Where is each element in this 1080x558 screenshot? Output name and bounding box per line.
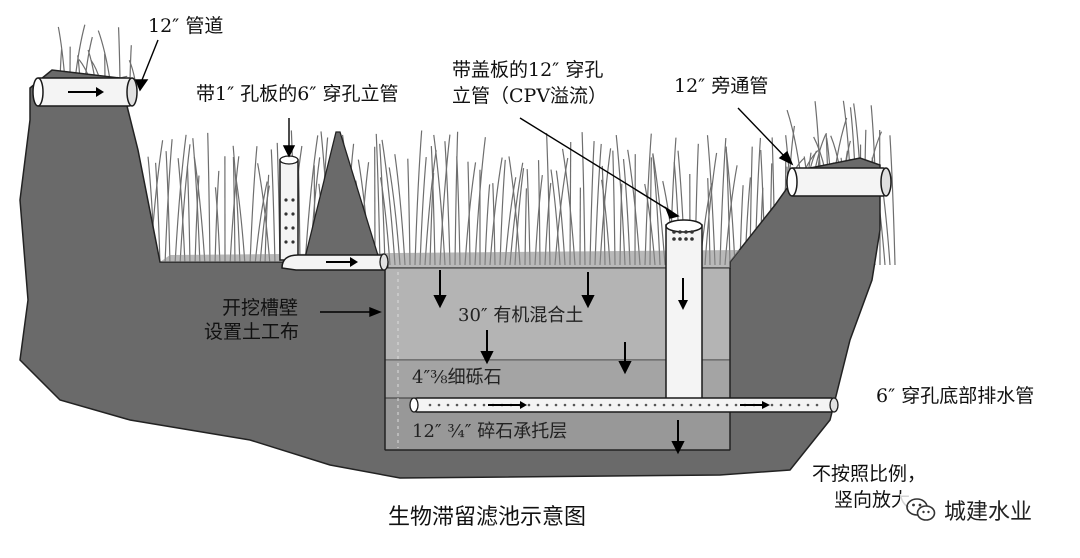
- watermark: 城建水业: [900, 494, 1066, 526]
- flow-arrows: [433, 270, 685, 455]
- cpv-riser-12in: [665, 219, 703, 406]
- fine-gravel-label: 4″⅜细砾石: [412, 367, 502, 388]
- bypass-pipe-12in: [786, 167, 892, 197]
- scale-note-line2: 竖向放大: [834, 489, 911, 511]
- underdrain-label: 6″ 穿孔底部排水管: [876, 385, 1035, 407]
- trench-wall-label-line2: 设置土工布: [204, 321, 300, 343]
- wechat-icon: [906, 498, 936, 521]
- trench-wall-label-line1: 开挖槽壁: [222, 297, 299, 319]
- underdrain-pipe-6in: [409, 397, 839, 413]
- standpipe-label: 带1″ 孔板的6″ 穿孔立管: [196, 83, 399, 105]
- inlet-pipe-12in: [32, 77, 138, 107]
- crushed-stone-label: 12″ ¾″ 碎石承托层: [412, 421, 568, 442]
- watermark-text: 城建水业: [944, 500, 1033, 525]
- bypass-pipe-label: 12″ 旁通管: [674, 75, 769, 97]
- perforated-standpipe-6in: [279, 155, 389, 271]
- organic-soil-label: 30″ 有机混合土: [458, 305, 584, 326]
- cpv-riser-label-line2: 立管（CPV溢流）: [452, 85, 608, 107]
- diagram-caption: 生物滞留滤池示意图: [388, 505, 587, 530]
- cpv-riser-label-line1: 带盖板的12″ 穿孔: [452, 59, 604, 81]
- scale-note-line1: 不按照比例，: [812, 463, 927, 485]
- inlet-pipe-label: 12″ 管道: [148, 15, 224, 37]
- leader-lines: [134, 39, 794, 318]
